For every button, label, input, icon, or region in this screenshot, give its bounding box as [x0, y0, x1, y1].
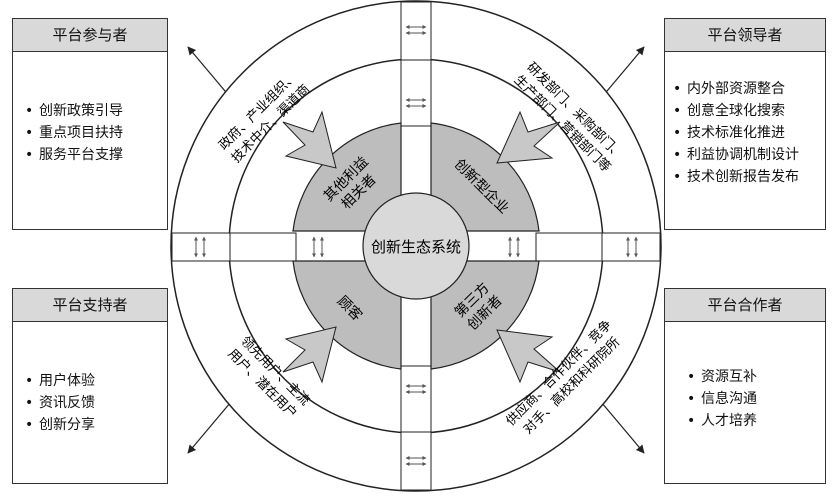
- supporter-item: 创新分享: [25, 414, 167, 436]
- platform-cooperator-title: 平台合作者: [665, 289, 825, 322]
- cooperator-item: 人才培养: [687, 410, 825, 432]
- participant-item: 重点项目扶持: [25, 122, 167, 144]
- connector-left-outer: [171, 232, 231, 262]
- connector-top-inner: [400, 59, 432, 127]
- inward-arrow-bottom-left: [282, 326, 337, 384]
- participant-item: 创新政策引导: [25, 100, 167, 122]
- cooperator-item: 资源互补: [687, 366, 825, 388]
- leader-item: 创意全球化搜索: [673, 100, 825, 122]
- platform-supporter-title: 平台支持者: [13, 289, 167, 322]
- platform-leader-box: 平台领导者 内外部资源整合 创意全球化搜索 技术标准化推进 利益协调机制设计 技…: [664, 18, 826, 230]
- platform-supporter-box: 平台支持者 用户体验 资讯反馈 创新分享: [12, 288, 168, 484]
- inward-arrow-top-left: [282, 110, 337, 169]
- connector-right-outer: [601, 232, 661, 262]
- platform-cooperator-box: 平台合作者 资源互补 信息沟通 人才培养: [664, 288, 826, 484]
- supporter-item: 用户体验: [25, 370, 167, 392]
- connector-left-inner: [229, 232, 297, 262]
- leader-item: 技术创新报告发布: [673, 166, 825, 188]
- cooperator-item: 信息沟通: [687, 388, 825, 410]
- connector-top-outer: [400, 1, 432, 61]
- center-label: 创新生态系统: [371, 238, 461, 256]
- connector-bottom-inner: [400, 365, 432, 433]
- supporter-item: 资讯反馈: [25, 392, 167, 414]
- leader-item: 内外部资源整合: [673, 78, 825, 100]
- center-circle: [362, 192, 470, 300]
- bidirectional-arrows: [194, 25, 638, 466]
- platform-participant-title: 平台参与者: [13, 19, 167, 52]
- platform-leader-title: 平台领导者: [665, 19, 825, 52]
- platform-participant-box: 平台参与者 创新政策引导 重点项目扶持 服务平台支撑: [12, 18, 168, 230]
- inward-arrow-top-right: [496, 110, 561, 164]
- leader-item: 利益协调机制设计: [673, 144, 825, 166]
- leader-item: 技术标准化推进: [673, 122, 825, 144]
- inward-arrow-bottom-right: [496, 329, 561, 384]
- participant-item: 服务平台支撑: [25, 144, 167, 166]
- connector-right-inner: [535, 232, 603, 262]
- connector-bottom-outer: [400, 431, 432, 491]
